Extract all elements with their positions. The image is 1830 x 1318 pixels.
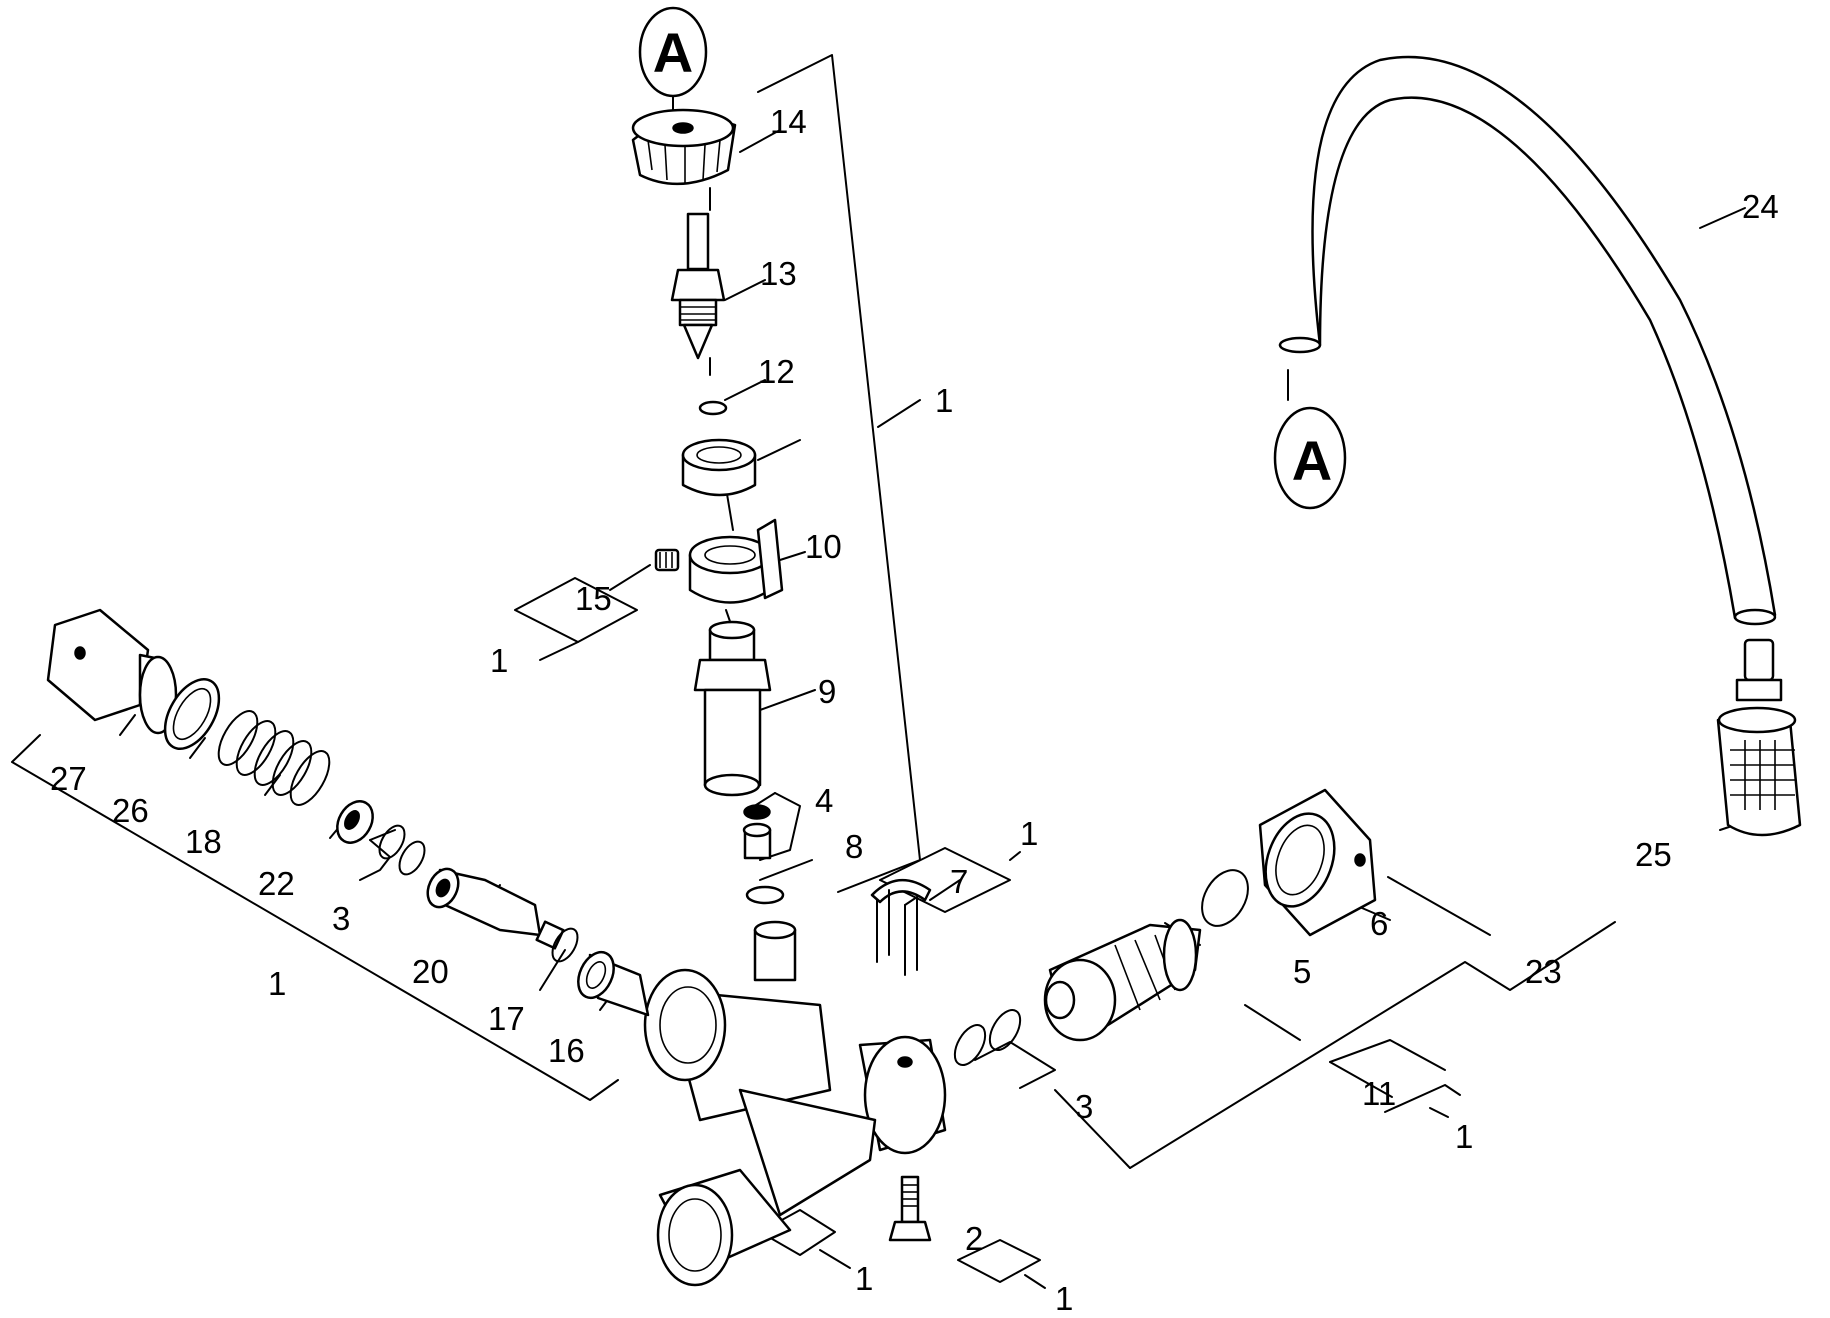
spring-part-18 — [217, 710, 331, 806]
washer-part-26 — [163, 678, 221, 750]
collar — [681, 438, 757, 497]
callout-1-right-7: 1 — [1020, 815, 1038, 852]
cap-part-14 — [631, 108, 737, 186]
valve-seat-part-16 — [577, 950, 650, 1017]
union-nut-part-6 — [1258, 788, 1377, 937]
reference-marker-a-top: A — [638, 6, 708, 129]
callout-1-screw: 1 — [1055, 1280, 1073, 1317]
callout-15: 15 — [575, 580, 612, 617]
callout-5: 5 — [1293, 953, 1311, 990]
o-ring-part-17 — [551, 927, 579, 963]
hose-end-top — [1278, 336, 1322, 354]
callout-9: 9 — [818, 673, 836, 710]
injector-body-part-1 — [643, 920, 947, 1287]
callout-labels: 14 13 12 1 10 15 1 9 4 8 1 7 27 26 18 22… — [50, 103, 1779, 1317]
o-ring-part-4 — [743, 804, 771, 820]
suction-filter-part-25 — [1716, 638, 1802, 837]
o-rings-part-3-left — [378, 824, 426, 876]
callout-26: 26 — [112, 792, 149, 829]
callout-1-left-bottom: 1 — [268, 965, 286, 1002]
callout-12: 12 — [758, 353, 795, 390]
callout-16: 16 — [548, 1032, 585, 1069]
nozzle-part-20 — [426, 867, 565, 950]
o-ring-part-8 — [745, 885, 785, 905]
needle-valve-part-13 — [670, 212, 726, 360]
callout-1-body: 1 — [855, 1260, 873, 1297]
hose-end-bottom — [1733, 608, 1777, 626]
clip-part-7 — [870, 878, 932, 976]
callout-13: 13 — [760, 255, 797, 292]
reference-marker-a-hose: A — [1273, 406, 1347, 510]
callout-1-right-11: 1 — [1455, 1118, 1473, 1155]
callout-11: 11 — [1362, 1075, 1396, 1112]
grub-screw-part-15 — [654, 548, 680, 572]
callout-3-left: 3 — [332, 900, 350, 937]
valve-insert-part-4 — [742, 822, 772, 860]
callout-20: 20 — [412, 953, 449, 990]
o-ring-part-5 — [1201, 869, 1249, 927]
callout-14: 14 — [770, 103, 807, 140]
o-ring-part-12 — [698, 400, 728, 416]
callout-18: 18 — [185, 823, 222, 860]
callout-1-left-15: 1 — [490, 642, 508, 679]
selector-ring-part-10 — [688, 518, 784, 604]
callout-24: 24 — [1742, 188, 1779, 225]
callout-8: 8 — [845, 828, 863, 865]
hose-part-24 — [1278, 55, 1777, 620]
sleeve-part-9 — [693, 620, 772, 797]
callout-7: 7 — [950, 863, 968, 900]
callout-17: 17 — [488, 1000, 525, 1037]
callout-25: 25 — [1635, 836, 1672, 873]
svg-text:A: A — [653, 21, 693, 84]
nut-part-27 — [46, 608, 178, 735]
o-rings-part-3-right — [953, 1009, 1022, 1066]
screw-part-2 — [888, 1175, 932, 1242]
seat-part-22 — [336, 800, 374, 844]
callout-10: 10 — [805, 528, 842, 565]
callout-23: 23 — [1525, 953, 1562, 990]
callout-2: 2 — [965, 1220, 983, 1257]
check-valve-part-11 — [1043, 918, 1202, 1042]
callout-1-top: 1 — [935, 382, 953, 419]
callout-4: 4 — [815, 782, 833, 819]
callout-22: 22 — [258, 865, 295, 902]
callout-6: 6 — [1370, 905, 1388, 942]
pin-part-23 — [1387, 876, 1491, 936]
callout-27: 27 — [50, 760, 87, 797]
callout-3-right: 3 — [1075, 1088, 1093, 1125]
svg-text:A: A — [1292, 429, 1332, 492]
